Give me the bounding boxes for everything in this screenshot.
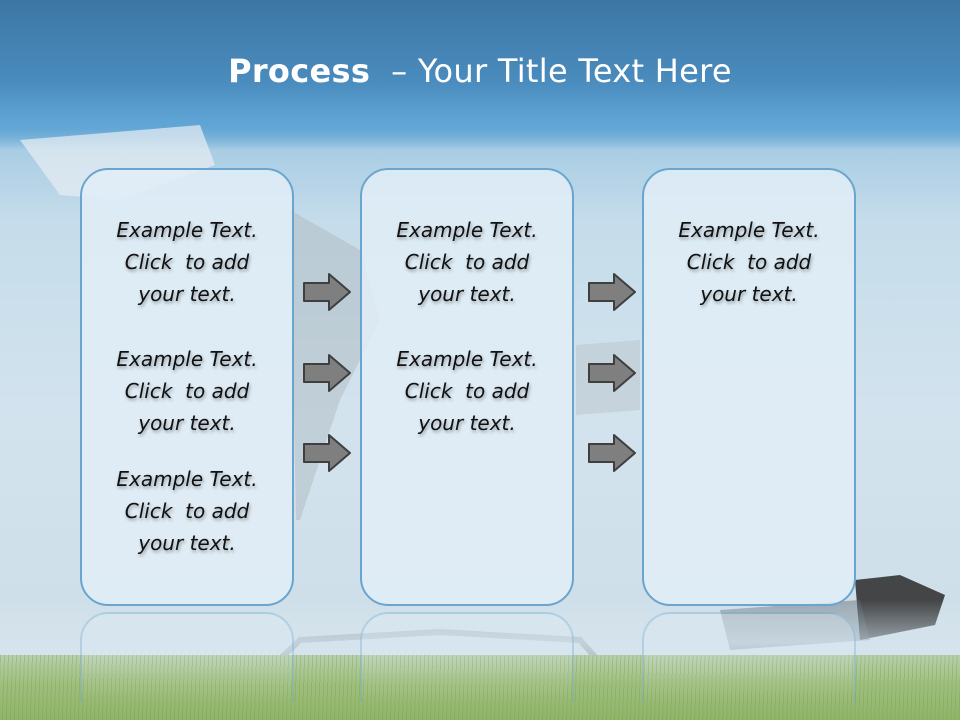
box-reflection-3: [642, 612, 856, 702]
process-box-1[interactable]: Example Text. Click to add your text. Ex…: [80, 168, 294, 606]
right-arrow-icon[interactable]: [302, 272, 352, 312]
text-line: Click to add: [404, 250, 530, 274]
text-line: your text.: [418, 411, 516, 435]
text-line: your text.: [700, 282, 798, 306]
process-box-3[interactable]: Example Text. Click to add your text.: [642, 168, 856, 606]
text-placeholder[interactable]: Example Text. Click to add your text.: [82, 343, 292, 439]
text-line: Example Text.: [116, 218, 258, 242]
text-line: Click to add: [404, 379, 530, 403]
text-line: Click to add: [124, 379, 250, 403]
text-line: your text.: [138, 531, 236, 555]
grass-field: [0, 655, 960, 720]
text-line: Example Text.: [678, 218, 820, 242]
text-line: Click to add: [124, 499, 250, 523]
text-line: Example Text.: [116, 347, 258, 371]
right-arrow-icon[interactable]: [587, 272, 637, 312]
text-line: your text.: [418, 282, 516, 306]
right-arrow-icon[interactable]: [587, 353, 637, 393]
text-line: Click to add: [686, 250, 812, 274]
box-reflection-1: [80, 612, 294, 702]
right-arrow-icon[interactable]: [587, 433, 637, 473]
text-placeholder[interactable]: Example Text. Click to add your text.: [362, 214, 572, 310]
text-placeholder[interactable]: Example Text. Click to add your text.: [82, 214, 292, 310]
title-rest: – Your Title Text Here: [370, 52, 732, 90]
process-box-2[interactable]: Example Text. Click to add your text. Ex…: [360, 168, 574, 606]
right-arrow-icon[interactable]: [302, 433, 352, 473]
box-reflection-2: [360, 612, 574, 702]
text-placeholder[interactable]: Example Text. Click to add your text.: [82, 463, 292, 559]
text-line: Example Text.: [396, 218, 538, 242]
text-line: Example Text.: [396, 347, 538, 371]
title-bold: Process: [228, 52, 371, 90]
text-line: your text.: [138, 282, 236, 306]
text-line: Click to add: [124, 250, 250, 274]
text-placeholder[interactable]: Example Text. Click to add your text.: [644, 214, 854, 310]
text-line: your text.: [138, 411, 236, 435]
text-line: Example Text.: [116, 467, 258, 491]
right-arrow-icon[interactable]: [302, 353, 352, 393]
text-placeholder[interactable]: Example Text. Click to add your text.: [362, 343, 572, 439]
slide-title[interactable]: Process – Your Title Text Here: [0, 52, 960, 90]
